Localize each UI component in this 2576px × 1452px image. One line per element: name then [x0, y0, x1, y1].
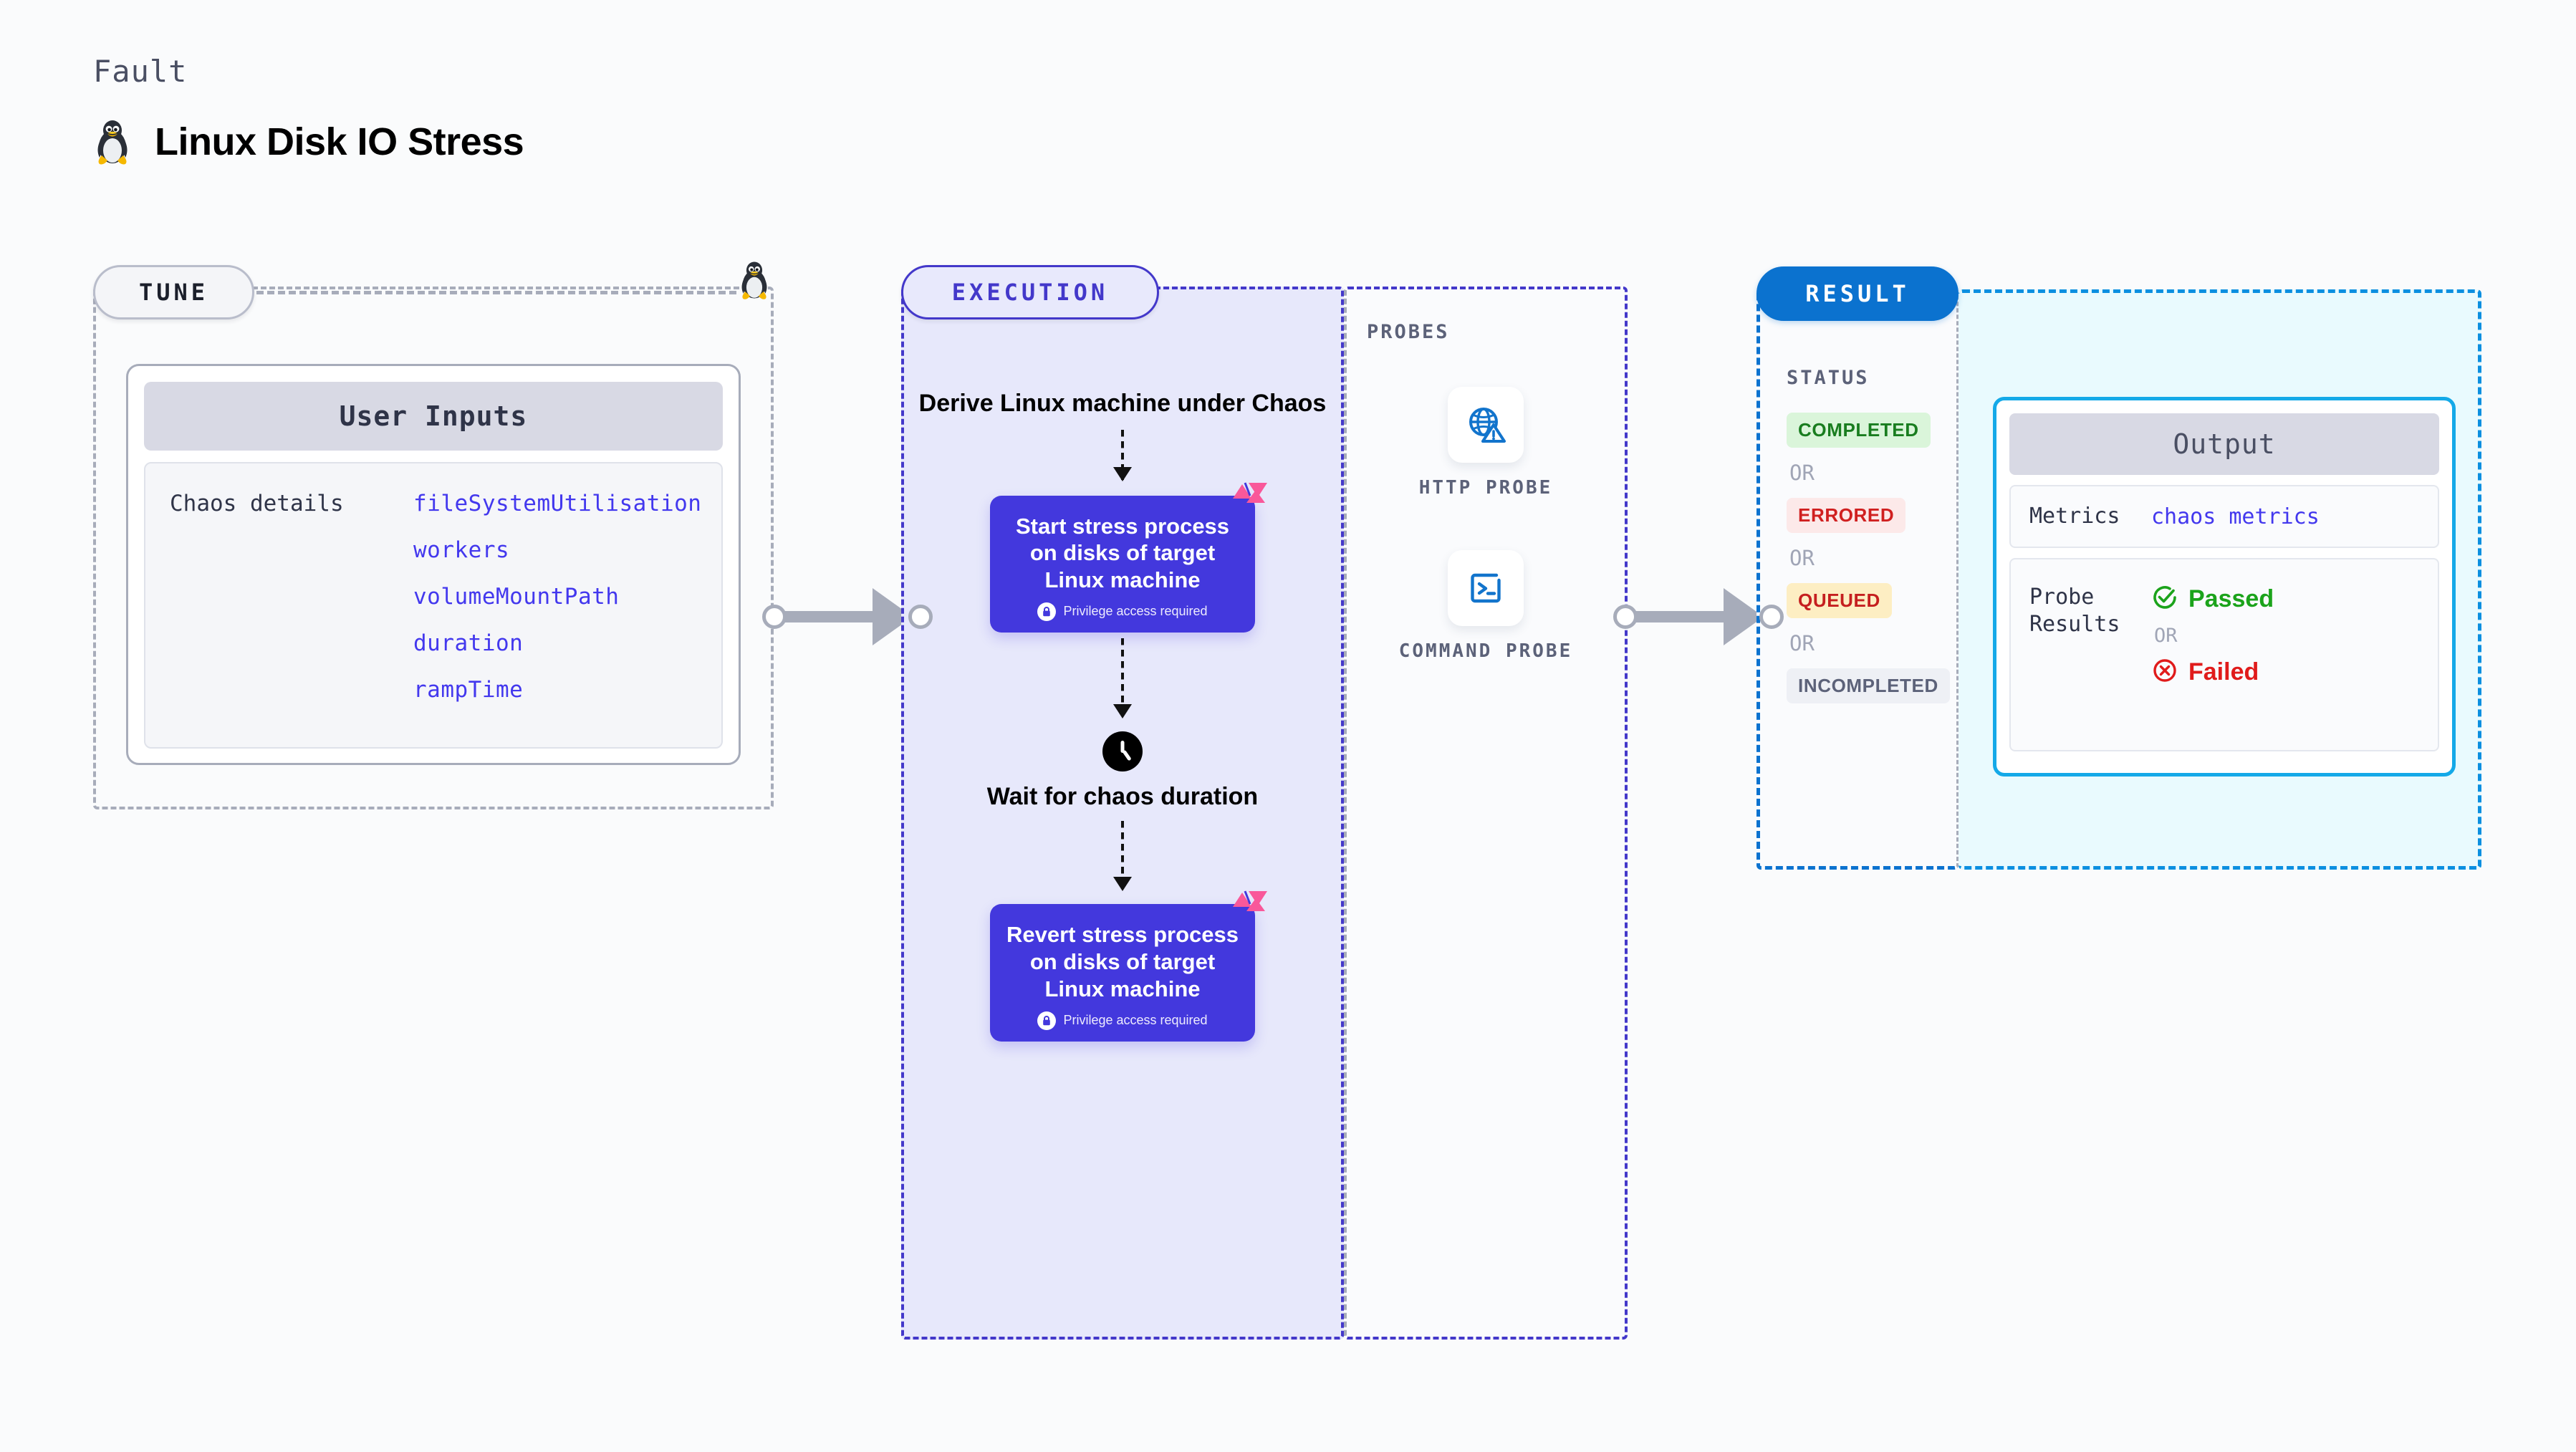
privilege-note-text: Privilege access required: [1063, 1013, 1208, 1028]
probe-command[interactable]: COMMAND PROBE: [1344, 550, 1628, 664]
status-region: [1756, 289, 1959, 870]
metrics-label: Metrics: [2029, 504, 2120, 529]
page-title-row: Linux Disk IO Stress: [93, 118, 524, 165]
param-item[interactable]: volumeMountPath: [413, 584, 620, 610]
chaos-details-params: fileSystemUtilisation workers volumeMoun…: [413, 491, 701, 720]
output-metrics-row: Metrics chaos metrics: [2009, 485, 2439, 548]
tune-region: [93, 287, 774, 809]
status-label: STATUS: [1787, 367, 1870, 389]
litmus-chaos-icon: [1231, 887, 1269, 921]
chaos-details-label: Chaos details: [170, 491, 344, 516]
output-card: Output Metrics chaos metrics Probe Resul…: [1993, 397, 2456, 777]
status-or: OR: [1789, 546, 1815, 570]
probe-results-values: Passed OR Failed: [2151, 584, 2274, 688]
output-title: Output: [2009, 413, 2439, 475]
probes-label: PROBES: [1367, 321, 1450, 343]
page-title: Linux Disk IO Stress: [155, 120, 524, 163]
litmus-chaos-icon: [1231, 479, 1269, 513]
param-item[interactable]: fileSystemUtilisation: [413, 491, 702, 516]
action-box-revert-stress[interactable]: Revert stress process on disks of target…: [990, 890, 1267, 1042]
user-inputs-title: User Inputs: [144, 382, 723, 451]
user-inputs-card: User Inputs Chaos details fileSystemUtil…: [126, 364, 741, 765]
chaos-details-row: Chaos details fileSystemUtilisation work…: [144, 462, 723, 749]
status-or: OR: [1789, 461, 1815, 485]
result-pill[interactable]: RESULT: [1756, 266, 1959, 321]
param-item[interactable]: duration: [413, 630, 524, 656]
page-eyebrow: Fault: [93, 54, 188, 89]
flow-dot-end: [908, 605, 933, 629]
probe-http[interactable]: HTTP PROBE: [1344, 387, 1628, 501]
probe-or: OR: [2154, 625, 2178, 647]
status-badge-completed: COMPLETED: [1787, 413, 1931, 448]
terminal-icon: [1448, 550, 1524, 626]
lock-icon: [1037, 1011, 1057, 1030]
probe-label: COMMAND PROBE: [1398, 640, 1573, 662]
probe-result-passed: Passed: [2151, 584, 2274, 615]
tune-connector-line: [256, 291, 736, 294]
status-or: OR: [1789, 631, 1815, 655]
action-box-start-stress[interactable]: Start stress process on disks of target …: [990, 481, 1267, 633]
flow-connector-dotted: [1113, 638, 1132, 718]
linux-penguin-icon: [93, 118, 132, 165]
privilege-note: Privilege access required: [1003, 602, 1242, 621]
execution-pill[interactable]: EXECUTION: [901, 265, 1159, 319]
status-badge-queued: QUEUED: [1787, 583, 1892, 618]
flow-connector-dotted: [1113, 429, 1132, 481]
privilege-note-text: Privilege access required: [1063, 604, 1208, 619]
param-item[interactable]: rampTime: [413, 677, 524, 703]
clock-icon: [1102, 731, 1143, 771]
action-text: Start stress process on disks of target …: [1015, 513, 1230, 593]
tune-linux-penguin-icon: [738, 259, 771, 304]
output-probe-results-row: Probe Results Passed OR: [2009, 558, 2439, 751]
lock-icon: [1037, 602, 1057, 621]
status-badge-errored: ERRORED: [1787, 498, 1906, 533]
globe-warning-icon: [1448, 387, 1524, 463]
flow-dot-end: [1759, 605, 1784, 629]
flow-connector-dotted: [1113, 821, 1132, 892]
probe-failed-text: Failed: [2188, 658, 2259, 686]
param-item[interactable]: workers: [413, 537, 510, 563]
flow-bar: [1635, 611, 1726, 622]
probe-result-failed: Failed: [2151, 657, 2274, 688]
probe-results-label: Probe Results: [2029, 585, 2120, 637]
x-circle-icon: [2151, 657, 2178, 688]
flow-dot-start: [762, 605, 787, 629]
check-circle-icon: [2151, 584, 2178, 615]
wait-step-text: Wait for chaos duration: [986, 782, 1259, 810]
tune-pill[interactable]: TUNE: [93, 265, 254, 319]
execution-step-title: Derive Linux machine under Chaos: [918, 390, 1327, 417]
probe-passed-text: Passed: [2188, 585, 2274, 612]
flow-dot-start: [1613, 605, 1638, 629]
execution-flow: Derive Linux machine under Chaos Start s…: [901, 287, 1344, 1042]
probe-label: HTTP PROBE: [1418, 477, 1553, 499]
privilege-note: Privilege access required: [1003, 1011, 1242, 1030]
action-text: Revert stress process on disks of target…: [1006, 922, 1239, 1002]
metrics-value[interactable]: chaos metrics: [2151, 504, 2320, 529]
execution-region: [901, 287, 1344, 1340]
status-list: COMPLETED OR ERRORED OR QUEUED OR INCOMP…: [1787, 413, 1950, 703]
status-badge-incompleted: INCOMPLETED: [1787, 668, 1950, 703]
flow-bar: [784, 611, 875, 622]
